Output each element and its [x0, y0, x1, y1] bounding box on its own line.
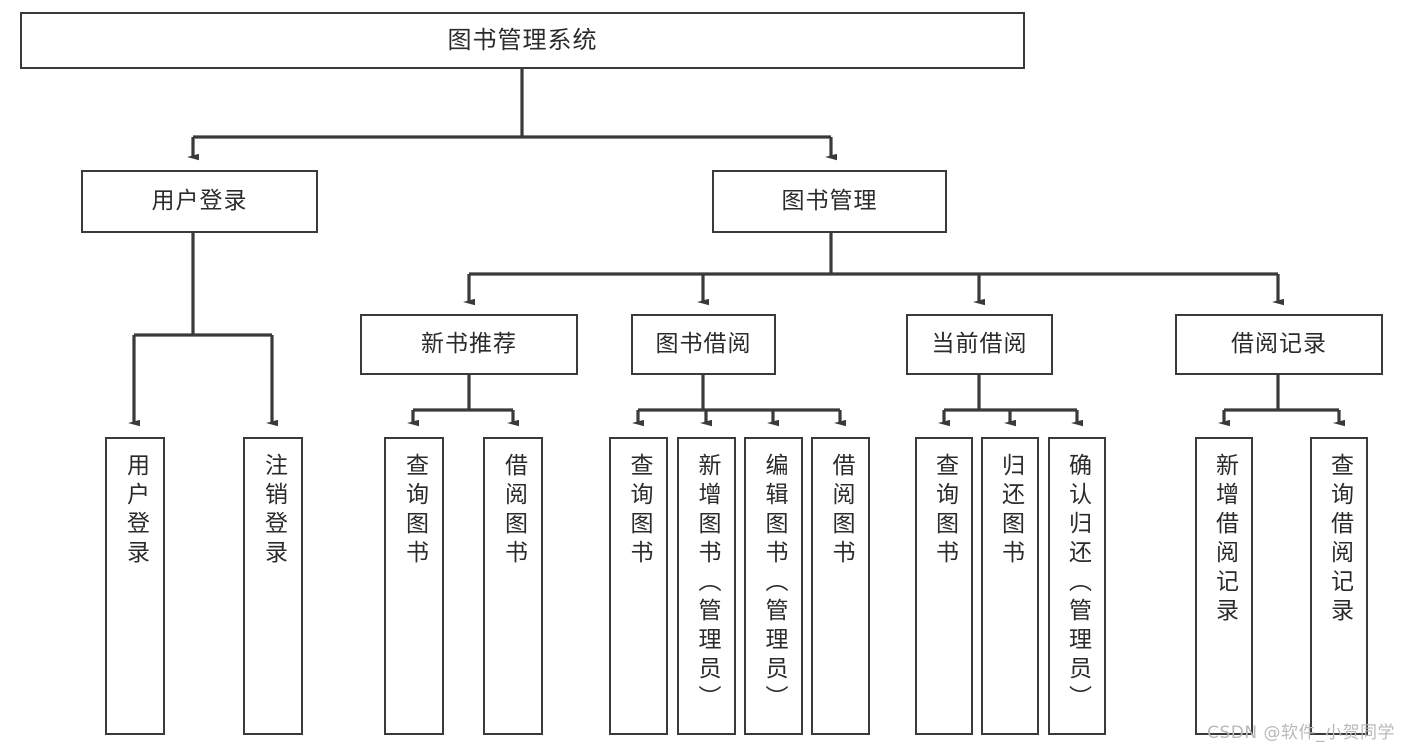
node-leaf-query-borrow-record[interactable]: 查询借阅记录 [1310, 437, 1368, 735]
node-book-management[interactable]: 图书管理 [712, 170, 947, 233]
leaf-label: 新增图书（管理员） [694, 453, 720, 714]
node-leaf-borrow-book-2[interactable]: 借阅图书 [811, 437, 870, 735]
node-leaf-query-book-2[interactable]: 查询图书 [609, 437, 668, 735]
node-leaf-add-borrow-record[interactable]: 新增借阅记录 [1195, 437, 1253, 735]
node-leaf-user-login[interactable]: 用户登录 [105, 437, 165, 735]
node-leaf-query-book-1[interactable]: 查询图书 [384, 437, 444, 735]
leaf-label: 查询图书 [626, 453, 652, 569]
node-current-borrow[interactable]: 当前借阅 [906, 314, 1053, 375]
node-root-system[interactable]: 图书管理系统 [20, 12, 1025, 69]
leaf-label: 借阅图书 [828, 453, 854, 569]
node-leaf-confirm-return-admin[interactable]: 确认归还（管理员） [1048, 437, 1106, 735]
node-user-login[interactable]: 用户登录 [81, 170, 318, 233]
leaf-label: 归还图书 [997, 453, 1024, 569]
leaf-label: 注销登录 [260, 453, 287, 569]
node-borrow-record[interactable]: 借阅记录 [1175, 314, 1383, 375]
leaf-label: 新增借阅记录 [1211, 453, 1238, 627]
node-leaf-query-book-3[interactable]: 查询图书 [915, 437, 973, 735]
leaf-label: 确认归还（管理员） [1064, 453, 1091, 714]
node-leaf-borrow-book-1[interactable]: 借阅图书 [483, 437, 543, 735]
node-leaf-add-book-admin[interactable]: 新增图书（管理员） [677, 437, 736, 735]
csdn-watermark: CSDN @软件_小贺同学 [1207, 723, 1395, 743]
node-new-book-recommend[interactable]: 新书推荐 [360, 314, 578, 375]
leaf-label: 用户登录 [122, 453, 149, 569]
node-leaf-user-logout[interactable]: 注销登录 [243, 437, 303, 735]
leaf-label: 查询图书 [401, 453, 428, 569]
node-book-borrow[interactable]: 图书借阅 [631, 314, 776, 375]
leaf-label: 编辑图书（管理员） [761, 453, 787, 714]
leaf-label: 查询借阅记录 [1326, 453, 1353, 627]
node-leaf-edit-book-admin[interactable]: 编辑图书（管理员） [744, 437, 803, 735]
node-leaf-return-book[interactable]: 归还图书 [981, 437, 1039, 735]
leaf-label: 借阅图书 [500, 453, 527, 569]
leaf-label: 查询图书 [931, 453, 958, 569]
